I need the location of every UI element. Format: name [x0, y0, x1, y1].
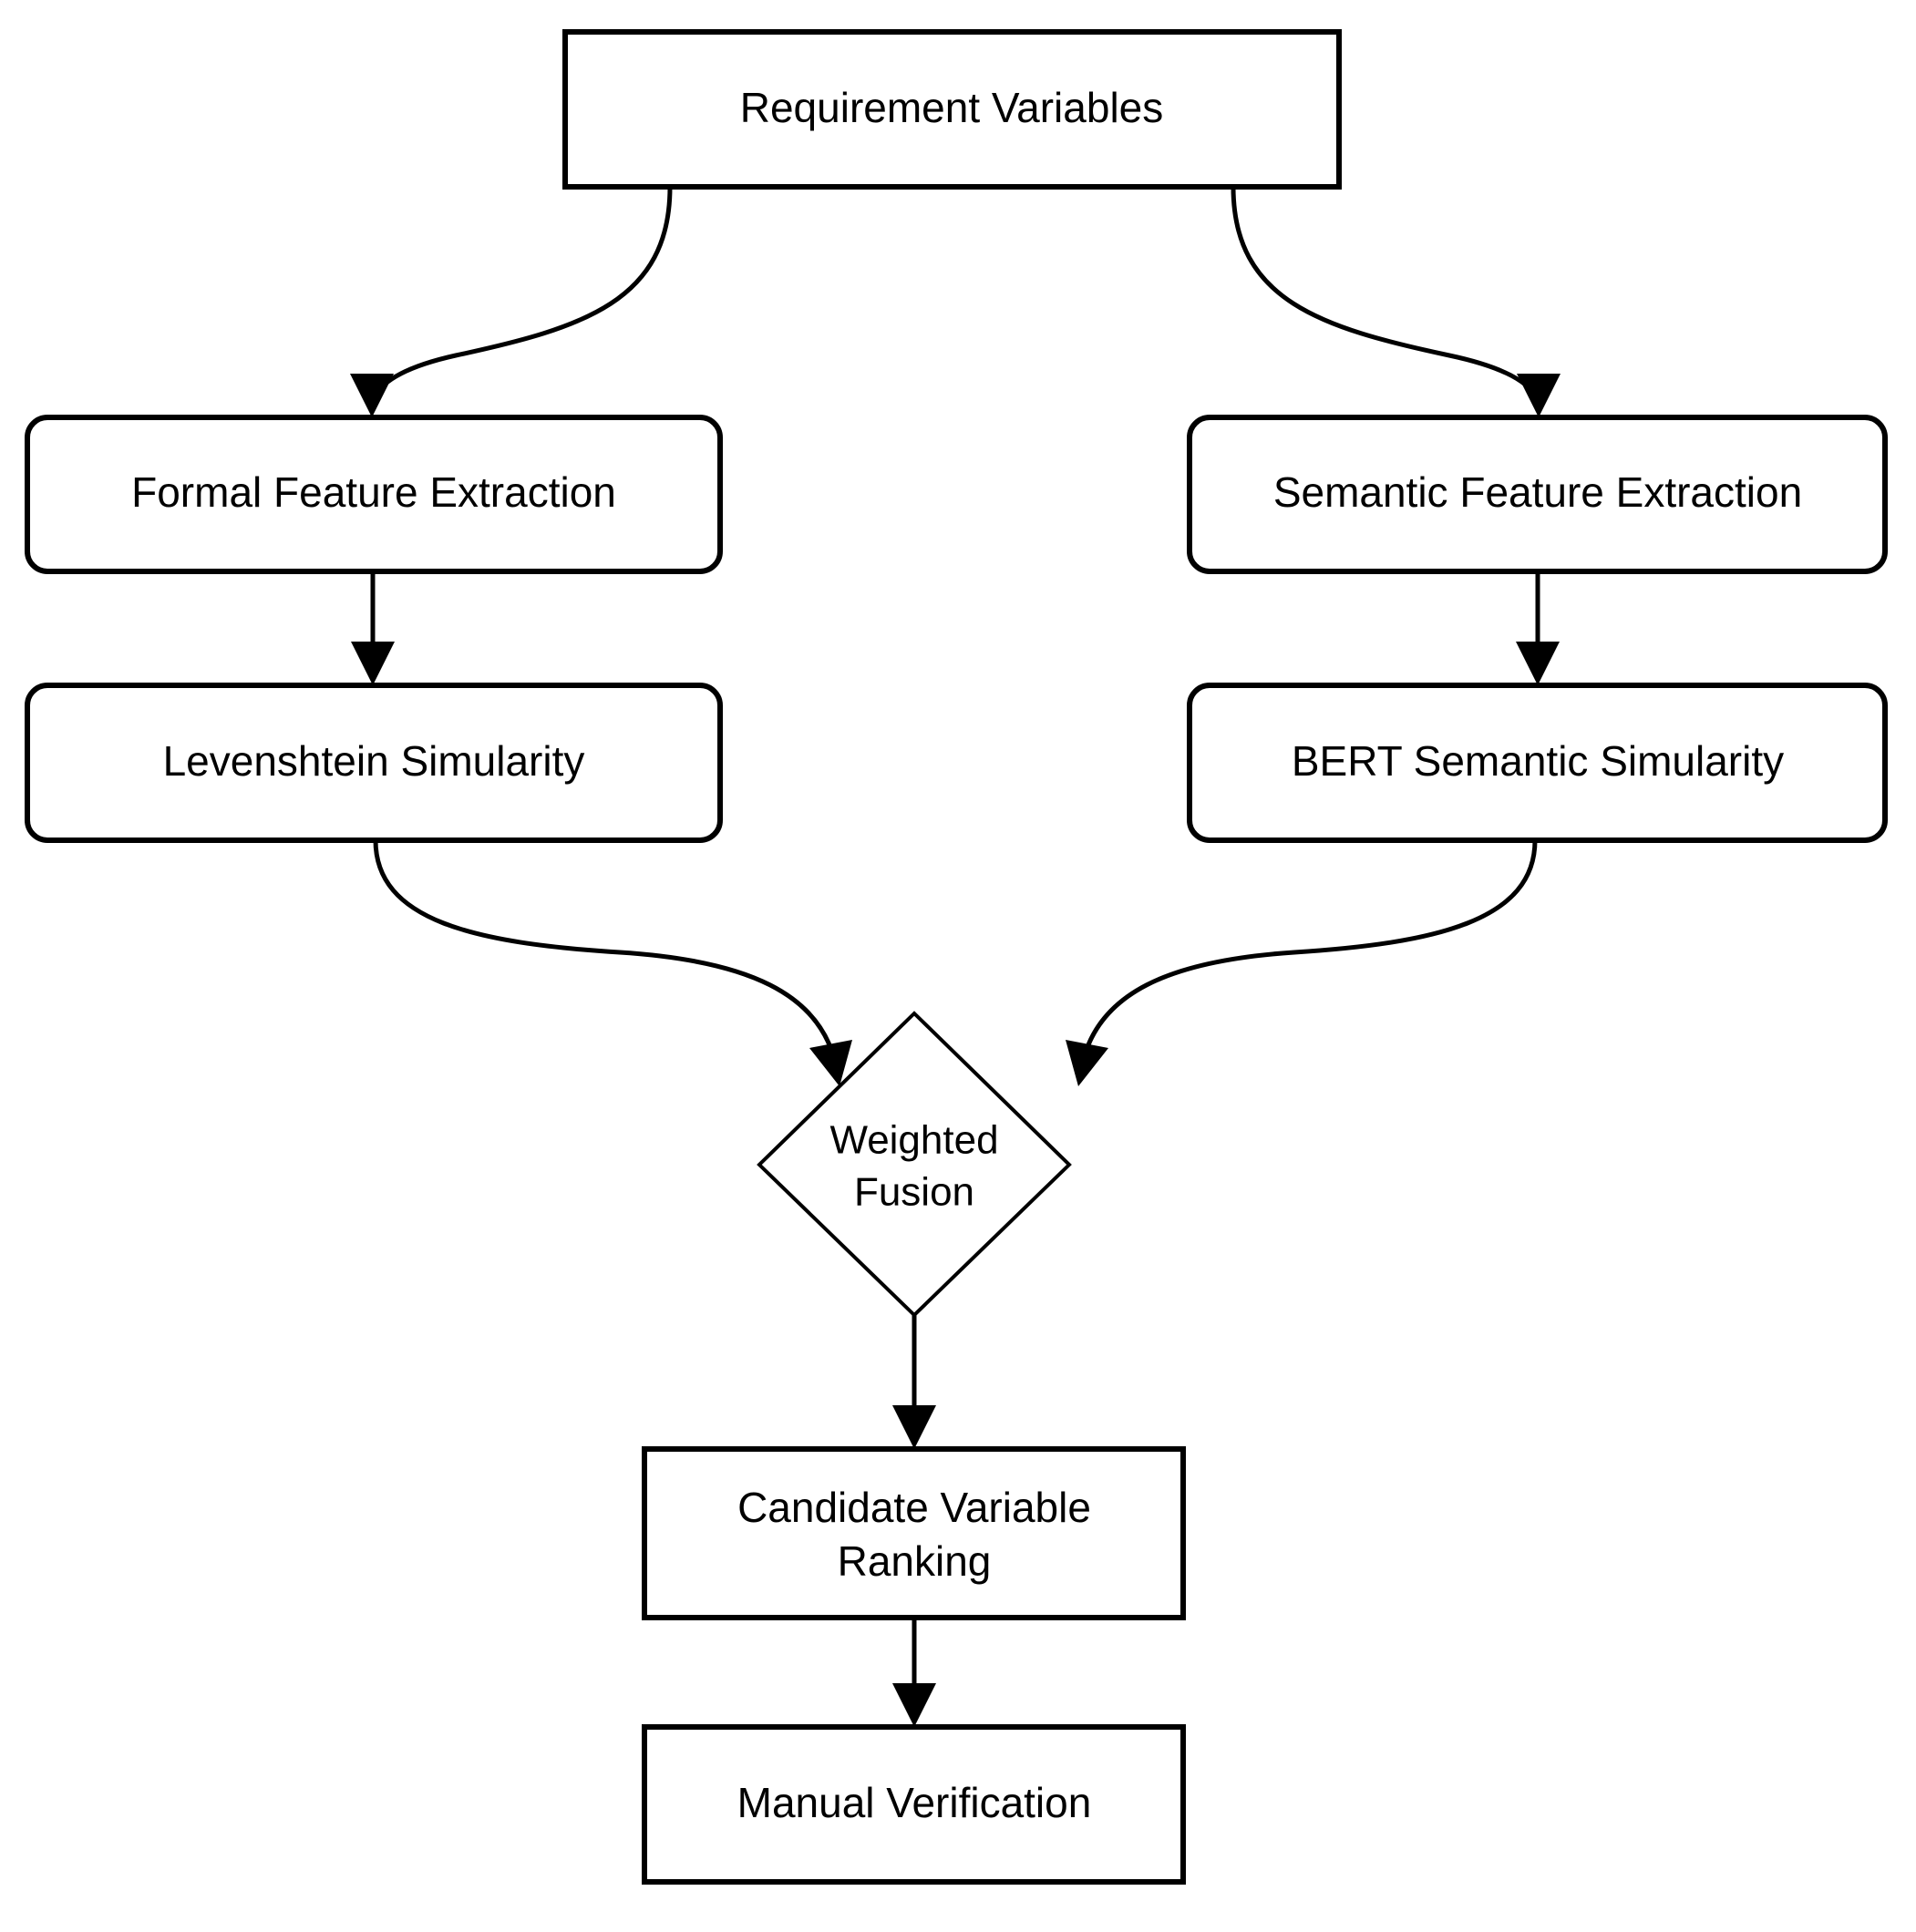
node-formal-feature-extraction-label: Formal Feature Extraction: [131, 468, 616, 516]
node-requirement-variables-label: Requirement Variables: [740, 84, 1164, 131]
node-manual-verification[interactable]: Manual Verification: [642, 1724, 1186, 1885]
edge-candidate-variable-ranking-to-manual-verification: [892, 1618, 936, 1727]
node-semantic-feature-extraction-shape[interactable]: [1187, 415, 1888, 574]
node-candidate-variable-ranking-label-line1: Candidate Variable: [737, 1484, 1091, 1531]
edge-requirement-variables-to-semantic-feature-extraction: [1231, 186, 1561, 417]
node-semantic-feature-extraction-label: Semantic Feature Extraction: [1273, 468, 1802, 516]
node-manual-verification-shape[interactable]: [642, 1724, 1186, 1885]
node-candidate-variable-ranking-shape[interactable]: [642, 1446, 1186, 1620]
node-bert-semantic-simularity-label: BERT Semantic Simularity: [1292, 737, 1784, 785]
node-requirement-variables-shape[interactable]: [562, 29, 1342, 190]
node-manual-verification-label: Manual Verification: [737, 1779, 1092, 1826]
edge-semantic-feature-extraction-to-bert-semantic-simularity: [1516, 571, 1560, 685]
edge-levenshtein-simularity-to-weighted-fusion: [373, 839, 852, 1086]
node-weighted-fusion[interactable]: Weighted Fusion: [757, 1011, 1072, 1318]
edge-weighted-fusion-to-candidate-variable-ranking: [892, 1315, 936, 1449]
node-formal-feature-extraction-shape[interactable]: [25, 415, 723, 574]
node-bert-semantic-simularity-shape[interactable]: [1187, 683, 1888, 843]
node-requirement-variables[interactable]: Requirement Variables: [562, 29, 1342, 190]
node-levenshtein-simularity-shape[interactable]: [25, 683, 723, 843]
edge-formal-feature-extraction-to-levenshtein-simularity: [351, 571, 395, 685]
node-candidate-variable-ranking-label-line2: Ranking: [838, 1537, 992, 1585]
node-candidate-variable-ranking[interactable]: Candidate Variable Ranking: [642, 1446, 1186, 1620]
edge-requirement-variables-to-formal-feature-extraction: [350, 186, 673, 417]
node-weighted-fusion-label-line1: Weighted: [829, 1118, 998, 1163]
node-levenshtein-simularity-label: Levenshtein Simularity: [163, 737, 585, 785]
node-levenshtein-simularity[interactable]: Levenshtein Simularity: [25, 683, 723, 843]
node-bert-semantic-simularity[interactable]: BERT Semantic Simularity: [1187, 683, 1888, 843]
node-formal-feature-extraction[interactable]: Formal Feature Extraction: [25, 415, 723, 574]
edge-bert-semantic-simularity-to-weighted-fusion: [1066, 839, 1538, 1086]
node-weighted-fusion-label-line2: Fusion: [854, 1170, 974, 1215]
node-semantic-feature-extraction[interactable]: Semantic Feature Extraction: [1187, 415, 1888, 574]
node-weighted-fusion-shape[interactable]: [757, 1011, 1072, 1318]
